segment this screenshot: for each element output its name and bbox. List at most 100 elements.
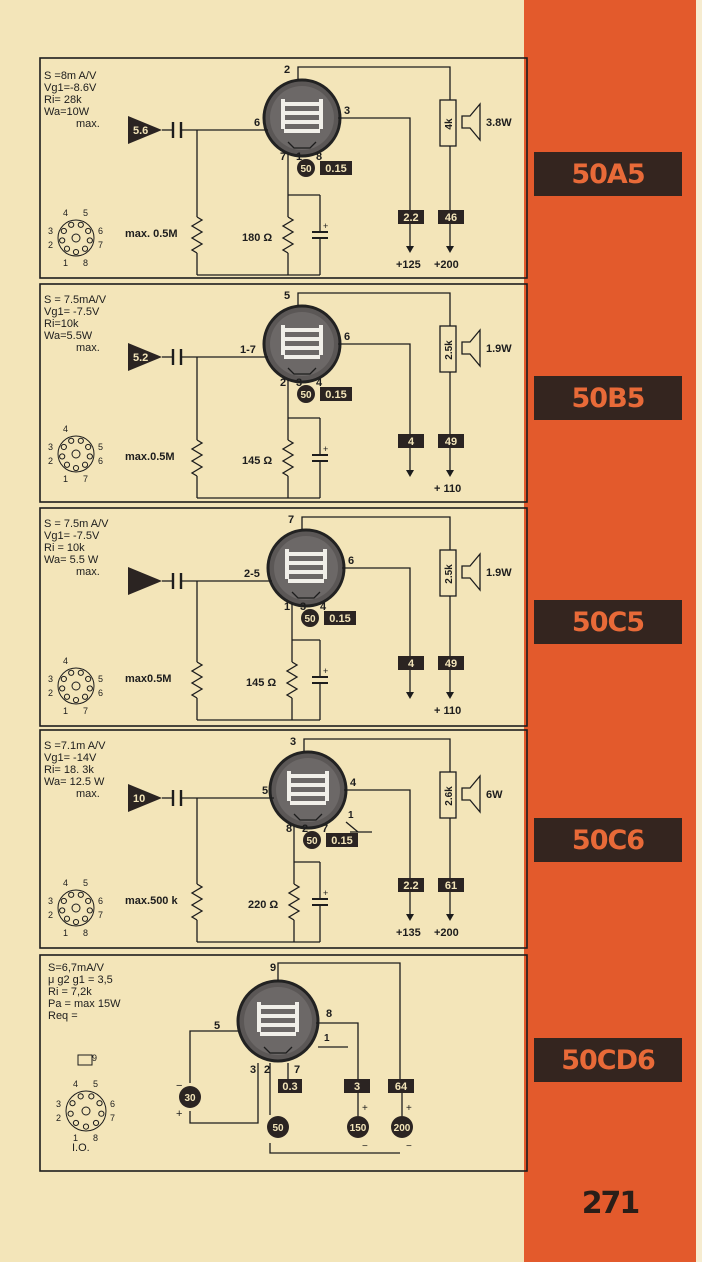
tube-tab-50c6[interactable]: 50C6 (534, 818, 682, 862)
socket-pin-number: 1 (63, 474, 68, 484)
polarity-plus: + (362, 1103, 368, 1114)
tube-electrode (290, 801, 326, 805)
pin-bottom-2: 2 (302, 823, 308, 835)
tube-heater (287, 367, 317, 375)
cathode-resistor-label: 145 Ω (246, 677, 276, 689)
tube-tab-50a5[interactable]: 50A5 (534, 152, 682, 196)
arrow (406, 914, 414, 921)
driver-value: 5.6 (133, 125, 148, 137)
pin-bottom-1: 1 (284, 601, 290, 613)
arrow (446, 470, 454, 477)
resistor (190, 439, 204, 477)
pin-extra: 1 (348, 810, 354, 821)
resistor (287, 883, 301, 921)
socket-pin (67, 1110, 74, 1117)
pin-bottom-1: 2 (280, 377, 286, 389)
tube-electrode (290, 783, 326, 787)
tube-electrode (290, 774, 326, 778)
arrow (446, 246, 454, 253)
socket-pin (68, 669, 75, 676)
pin-top: 5 (284, 290, 290, 302)
tube-electrode (284, 102, 320, 106)
pin-bottom-1: 8 (286, 823, 292, 835)
driver-stage-icon (128, 116, 162, 144)
socket-pin (96, 1100, 103, 1107)
cathode-resistor-label: 220 Ω (248, 899, 278, 911)
tube-tab-50c5[interactable]: 50C5 (534, 600, 682, 644)
socket-pin-number: 3 (48, 442, 53, 452)
socket-center (71, 681, 81, 691)
polarity-plus: + (323, 666, 328, 676)
socket-center (71, 449, 81, 459)
pin-right: 4 (350, 777, 357, 789)
plate-wire (297, 292, 451, 326)
socket-pin (60, 227, 67, 235)
tube-electrode (288, 561, 324, 565)
socket-pin (68, 221, 75, 228)
driver-value: 5.2 (133, 352, 148, 364)
plate-wire (277, 962, 401, 1083)
grid-bias-badge-text: 30 (184, 1093, 196, 1104)
cap-pin-number: 9 (92, 1053, 97, 1063)
socket-pin-number: 1 (63, 706, 68, 716)
socket-pin (82, 1123, 90, 1130)
supply-b: + 110 (434, 705, 461, 717)
tube-electrode (284, 346, 320, 350)
polarity-minus: − (362, 1141, 368, 1152)
socket-pin (85, 897, 92, 905)
pin-bottom-3: 8 (316, 151, 322, 163)
socket-pin (63, 461, 71, 468)
socket-pin-number: 5 (98, 442, 103, 452)
screen-wire (316, 1022, 359, 1083)
tube-electrode (284, 355, 320, 359)
socket-pin-number: 2 (56, 1113, 61, 1123)
polarity-plus: + (406, 1103, 412, 1114)
pin-right: 3 (344, 105, 350, 117)
screen-supply-badge (347, 1116, 369, 1138)
socket-pin (81, 915, 89, 922)
tube-electrode (260, 1032, 296, 1036)
heater-voltage-badge (267, 1116, 289, 1138)
heater-current-text: 0.15 (329, 613, 350, 625)
screen-current (398, 210, 424, 224)
tube-electrode (288, 570, 324, 574)
socket-pin (77, 221, 84, 228)
output-power: 1.9W (486, 567, 512, 579)
socket-pin-number: 2 (48, 688, 53, 698)
output-power: 1.9W (486, 343, 512, 355)
load-impedance: 4k (444, 118, 455, 130)
tube-electrode (257, 1002, 261, 1032)
socket-pin-number: 1 (63, 258, 68, 268)
socket-pin-number: 1 (63, 928, 68, 938)
output-transformer (439, 99, 457, 147)
plate-current-text: 61 (445, 880, 457, 892)
plate-current (438, 210, 464, 224)
screen-current-text: 2.2 (403, 880, 418, 892)
socket-label: I.O. (72, 1142, 90, 1154)
tube-electrode (319, 325, 323, 355)
tube-electrode (284, 337, 320, 341)
socket-pin-number: 6 (98, 226, 103, 236)
plate-current (438, 656, 464, 670)
socket-pin (72, 248, 80, 256)
socket-pin-number: 6 (98, 896, 103, 906)
socket-pin (68, 437, 75, 444)
socket-pin (85, 227, 92, 235)
tube-electrode (284, 129, 320, 133)
tube-tab-50cd6[interactable]: 50CD6 (534, 1038, 682, 1082)
speaker-icon (461, 328, 481, 368)
heater-voltage-badge (303, 831, 321, 849)
heater-voltage-badge (297, 159, 315, 177)
tube-tab-50b5[interactable]: 50B5 (534, 376, 682, 420)
socket-pin-ring (57, 667, 95, 705)
socket-pin-number: 6 (98, 456, 103, 466)
speaker-icon (461, 552, 481, 592)
plate-wire (301, 516, 451, 550)
page-edge (696, 0, 702, 1262)
